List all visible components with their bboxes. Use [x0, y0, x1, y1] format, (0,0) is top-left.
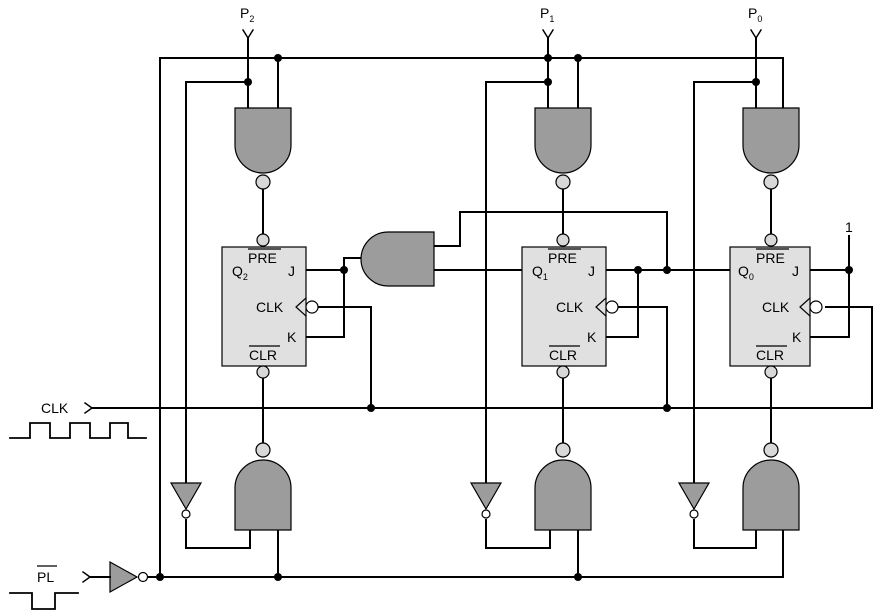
flip-flop-1: Q1 PRE J CLK K CLR: [521, 233, 619, 379]
ff0-k-label: K: [792, 329, 802, 345]
ff0-q-label: Q0: [738, 263, 754, 282]
ff1-clr-label: CLR: [549, 347, 577, 363]
inverters: [109, 482, 711, 594]
ff1-j-label: J: [588, 263, 595, 279]
p1-label: P1: [540, 5, 554, 24]
pl-waveform-icon: [9, 592, 79, 610]
ff0-clk-label: CLK: [762, 299, 790, 315]
pl-input-label: PL: [37, 569, 54, 585]
nand-gate-p2-top: [234, 107, 292, 174]
ff1-k-label: K: [587, 329, 597, 345]
ff2-clk-label: CLK: [256, 299, 284, 315]
flip-flop-2: Q2 PRE J CLK K CLR: [221, 233, 319, 379]
ff1-pre-label: PRE: [548, 250, 577, 266]
ff1-clk-label: CLK: [556, 299, 584, 315]
ff2-clr-label: CLR: [249, 347, 277, 363]
wires: [92, 37, 873, 578]
input-labels: P2 P1 P0 1 CLK PL: [9, 5, 853, 610]
nand-gate-q2-bottom: [234, 459, 292, 531]
clk-input-label: CLK: [41, 400, 69, 416]
inverter-p2: [169, 482, 203, 511]
ff2-k-label: K: [287, 329, 297, 345]
p1-arrow-icon: [541, 28, 555, 40]
inverter-p0: [677, 482, 711, 511]
ff2-j-label: J: [288, 263, 295, 279]
top-nand-gates: [234, 107, 800, 190]
nand-gate-q0-bottom: [742, 459, 800, 531]
ff2-pre-label: PRE: [248, 250, 277, 266]
junction-dots: [156, 54, 853, 581]
logic-one-label: 1: [845, 219, 853, 235]
and-gate-q2-toggle: [360, 231, 435, 287]
clk-waveform-icon: [9, 422, 147, 439]
p2-label: P2: [240, 5, 254, 24]
ff0-j-label: J: [792, 263, 799, 279]
p2-arrow-icon: [241, 28, 255, 40]
flip-flop-0: Q0 PRE J CLK K CLR: [729, 233, 823, 379]
clk-arrow-icon: [83, 401, 94, 415]
ff0-pre-label: PRE: [756, 250, 785, 266]
nand-gate-p0-top: [742, 107, 800, 174]
nand-gate-p1-top: [534, 107, 592, 174]
pl-arrow-icon: [81, 570, 92, 584]
p0-arrow-icon: [749, 28, 763, 40]
inverter-p1: [469, 482, 503, 511]
ff0-clr-label: CLR: [756, 347, 784, 363]
inverter-pl: [109, 560, 139, 594]
bottom-nand-gates: [234, 442, 800, 531]
ff2-q-label: Q2: [232, 263, 248, 282]
p0-label: P0: [748, 5, 762, 24]
nand-gate-q1-bottom: [534, 459, 592, 531]
ff1-q-label: Q1: [532, 263, 548, 282]
